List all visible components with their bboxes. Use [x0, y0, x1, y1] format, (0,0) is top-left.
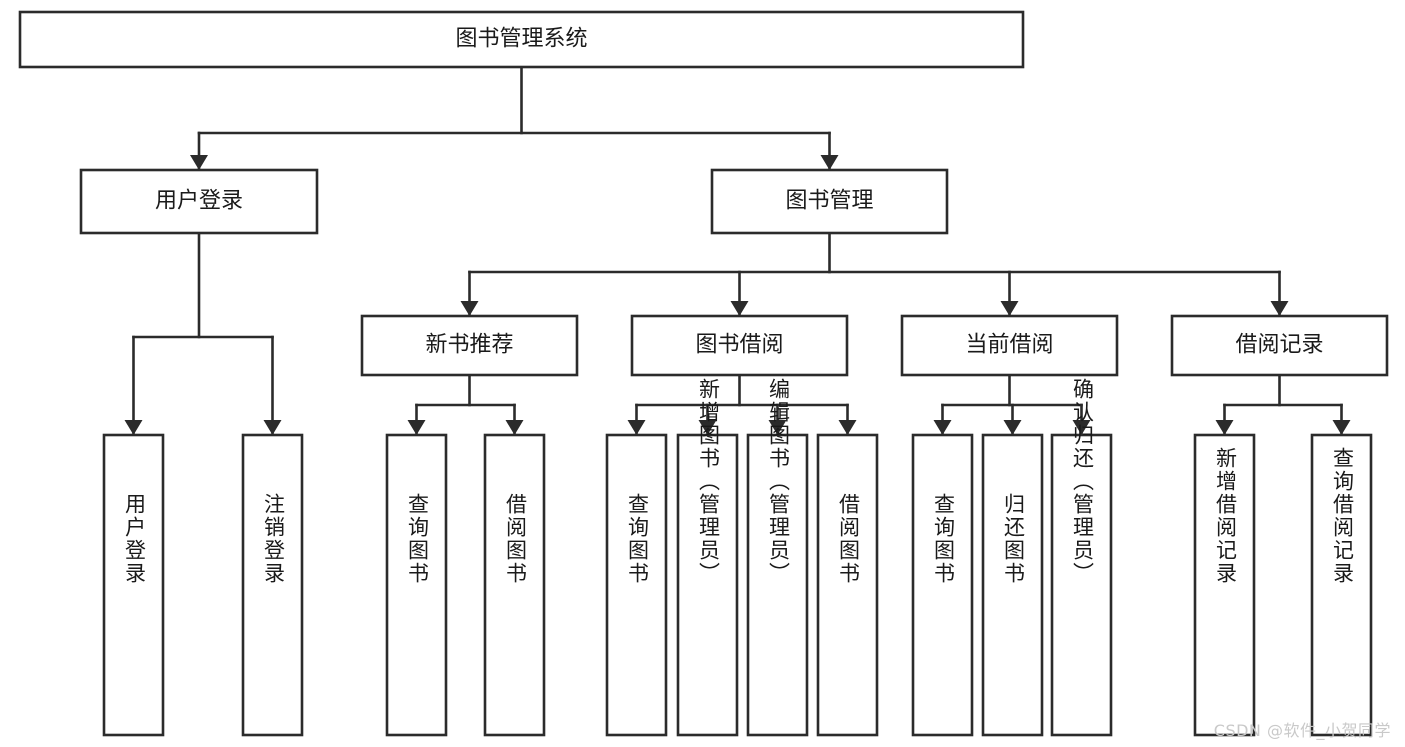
connector-book-management-to-level3	[468, 231, 1281, 318]
node-records-query[interactable]: 查询借阅记录	[1310, 433, 1373, 737]
node-label-book-management: 图书管理	[785, 189, 873, 214]
node-borrow-records[interactable]: 借阅记录	[1170, 314, 1389, 377]
arrow-head-icon	[190, 155, 208, 170]
node-current-return-book[interactable]: 归还图书	[981, 433, 1044, 737]
node-box-records-add	[1193, 433, 1256, 737]
node-user-login-do[interactable]: 用户登录	[102, 433, 165, 737]
node-box-new-book-recommend	[360, 314, 579, 377]
node-records-add[interactable]: 新增借阅记录	[1193, 433, 1256, 737]
node-book-management[interactable]: 图书管理	[710, 168, 949, 235]
node-box-borrow-query-book	[605, 433, 668, 737]
node-label-recommend-borrow-book: 借阅图书	[504, 493, 528, 585]
node-label-new-book-recommend: 新书推荐	[425, 333, 513, 358]
node-current-confirm-return[interactable]: 确认归还（管理员）	[1050, 378, 1113, 737]
arrow-head-icon	[124, 420, 143, 435]
connector-root-to-level2	[197, 65, 831, 172]
node-label-borrow-query-book: 查询图书	[626, 493, 650, 585]
arrow-head-icon	[460, 301, 479, 316]
watermark-text: CSDN @软件_小贺同学	[1213, 721, 1391, 740]
arrow-head-icon	[730, 301, 749, 316]
arrow-head-icon	[1072, 420, 1091, 435]
node-box-current-return-book	[981, 433, 1044, 737]
arrow-head-icon	[1003, 420, 1022, 435]
arrow-head-icon	[407, 420, 426, 435]
node-label-root: 图书管理系统	[455, 27, 587, 52]
arrow-head-icon	[1270, 301, 1289, 316]
arrow-head-icon	[1215, 420, 1234, 435]
node-box-book-management	[710, 168, 949, 235]
node-borrow-query-book[interactable]: 查询图书	[605, 433, 668, 737]
node-borrow-add-book[interactable]: 新增图书（管理员）	[676, 378, 739, 737]
arrow-head-icon	[263, 420, 282, 435]
connector-recommend-to-leaves	[415, 373, 516, 437]
node-box-root	[18, 10, 1025, 69]
node-box-records-query	[1310, 433, 1373, 737]
node-box-user-login-do	[102, 433, 165, 737]
node-label-book-borrow: 图书借阅	[695, 333, 783, 358]
arrow-head-icon	[933, 420, 952, 435]
node-label-borrow-add-book: 新增图书（管理员）	[697, 378, 721, 585]
node-label-current-borrow: 当前借阅	[965, 333, 1053, 358]
node-label-records-query: 查询借阅记录	[1331, 447, 1355, 585]
node-box-borrow-edit-book	[746, 433, 809, 737]
node-box-recommend-borrow-book	[483, 433, 546, 737]
connector-user-login-to-leaves	[132, 231, 274, 437]
node-borrow-edit-book[interactable]: 编辑图书（管理员）	[746, 378, 809, 737]
node-label-recommend-query-book: 查询图书	[406, 493, 430, 585]
node-user-login[interactable]: 用户登录	[79, 168, 319, 235]
node-label-borrow-borrow-book: 借阅图书	[837, 493, 861, 585]
connector-records-to-leaves	[1223, 373, 1343, 437]
node-label-records-add: 新增借阅记录	[1214, 447, 1238, 585]
node-box-current-query-book	[911, 433, 974, 737]
arrow-head-icon	[820, 155, 839, 170]
node-box-borrow-records	[1170, 314, 1389, 377]
node-box-borrow-add-book	[676, 433, 739, 737]
arrow-head-icon	[698, 420, 717, 435]
node-book-borrow[interactable]: 图书借阅	[630, 314, 849, 377]
arrow-head-icon	[768, 420, 787, 435]
node-box-book-borrow	[630, 314, 849, 377]
node-current-borrow[interactable]: 当前借阅	[900, 314, 1119, 377]
connector-borrow-to-leaves	[635, 373, 849, 437]
node-box-current-borrow	[900, 314, 1119, 377]
arrow-head-icon	[1000, 301, 1019, 316]
node-label-user-login-do: 用户登录	[123, 493, 147, 585]
node-box-current-confirm-return	[1050, 433, 1113, 737]
node-borrow-borrow-book[interactable]: 借阅图书	[816, 433, 879, 737]
node-root[interactable]: 图书管理系统	[18, 10, 1025, 69]
node-label-user-login: 用户登录	[155, 189, 243, 214]
node-label-borrow-edit-book: 编辑图书（管理员）	[767, 378, 791, 585]
node-label-current-query-book: 查询图书	[932, 493, 956, 585]
arrow-head-icon	[627, 420, 646, 435]
node-label-current-return-book: 归还图书	[1002, 493, 1026, 585]
node-new-book-recommend[interactable]: 新书推荐	[360, 314, 579, 377]
node-layer: 图书管理系统用户登录用户登录注销登录图书管理新书推荐查询图书借阅图书图书借阅查询…	[18, 10, 1389, 737]
node-label-user-logout: 注销登录	[262, 493, 286, 585]
connector-layer	[124, 65, 1351, 437]
node-box-user-login	[79, 168, 319, 235]
node-label-borrow-records: 借阅记录	[1235, 333, 1323, 358]
node-current-query-book[interactable]: 查询图书	[911, 433, 974, 737]
node-box-user-logout	[241, 433, 304, 737]
arrow-head-icon	[1332, 420, 1351, 435]
arrow-head-icon	[838, 420, 857, 435]
node-label-current-confirm-return: 确认归还（管理员）	[1071, 378, 1095, 585]
node-recommend-query-book[interactable]: 查询图书	[385, 433, 448, 737]
node-box-borrow-borrow-book	[816, 433, 879, 737]
node-user-logout[interactable]: 注销登录	[241, 433, 304, 737]
arrow-head-icon	[505, 420, 524, 435]
node-recommend-borrow-book[interactable]: 借阅图书	[483, 433, 546, 737]
node-box-recommend-query-book	[385, 433, 448, 737]
